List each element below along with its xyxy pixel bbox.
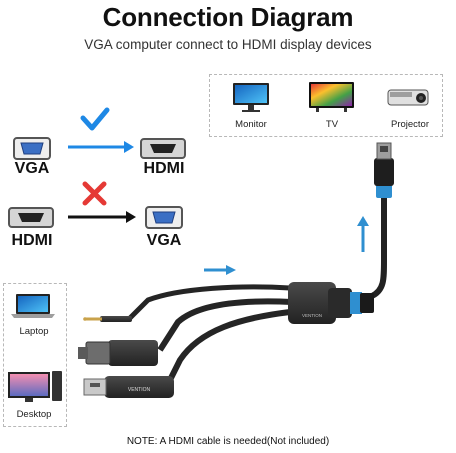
- supported-to-label: HDMI: [143, 160, 185, 177]
- page-subtitle: VGA computer connect to HDMI display dev…: [84, 37, 372, 52]
- flow-arrow-right: [204, 265, 236, 275]
- check-icon: [80, 107, 110, 131]
- source-label-desktop: Desktop: [16, 409, 52, 420]
- display-devices-panel: [209, 74, 443, 137]
- source-devices-panel: [3, 283, 67, 427]
- arrow-hdmi-to-vga: [68, 211, 136, 223]
- flow-arrow-up: [357, 216, 369, 252]
- svg-text:VENTION: VENTION: [302, 313, 322, 318]
- monitor-icon: [233, 83, 269, 112]
- source-label-laptop: Laptop: [19, 326, 49, 337]
- audio-jack: [83, 316, 132, 322]
- usb-plug: VENTION: [83, 376, 174, 398]
- hdmi-cable: [370, 142, 394, 299]
- hdmi-port-icon-2: [8, 207, 54, 228]
- adapter-cables: [128, 284, 293, 382]
- vga-plug: [78, 340, 158, 366]
- laptop-icon: [11, 294, 55, 318]
- vga-port-icon: [13, 137, 51, 160]
- unsupported-to-label: VGA: [146, 232, 182, 249]
- svg-text:VENTION: VENTION: [128, 387, 151, 393]
- page-title: Connection Diagram: [102, 2, 354, 32]
- unsupported-from-label: HDMI: [11, 232, 53, 249]
- display-label-projector: Projector: [390, 119, 429, 130]
- adapter-body: VENTION: [288, 282, 374, 324]
- projector-icon: [387, 89, 429, 106]
- desktop-icon: [8, 371, 62, 402]
- arrow-vga-to-hdmi: [68, 141, 134, 153]
- hdmi-port-icon: [140, 138, 186, 159]
- tv-icon: [309, 82, 354, 112]
- footnote: NOTE: A HDMI cable is needed(Not include…: [126, 436, 330, 447]
- display-label-monitor: Monitor: [235, 119, 267, 130]
- cross-icon: [82, 181, 107, 206]
- supported-from-label: VGA: [14, 160, 50, 177]
- display-label-tv: TV: [325, 119, 339, 130]
- vga-port-icon-2: [145, 206, 183, 229]
